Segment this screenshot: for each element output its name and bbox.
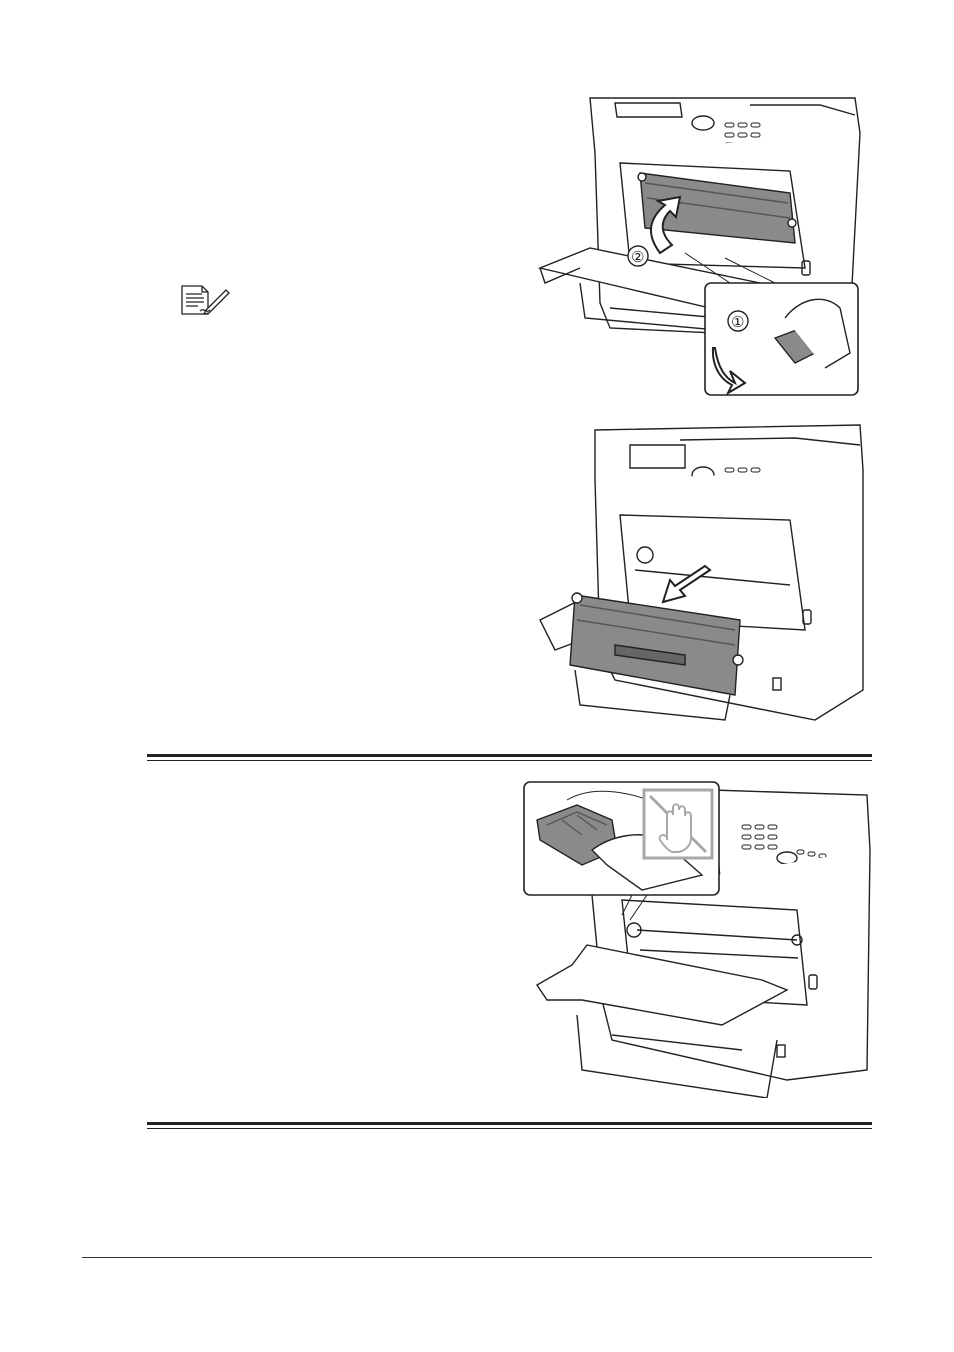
illustration-remove-cartridge [535,420,865,725]
note-pencil-icon [180,284,230,316]
footer-rule [82,1257,872,1258]
warning-top-rule [147,754,872,763]
callout-1-label: ① [731,313,744,331]
warning-bottom-rule [147,1122,872,1131]
illustration-do-not-touch [522,780,872,1098]
callout-2-label: ② [631,248,644,266]
hand-prohibited-icon [644,790,712,858]
illustration-open-front-cover: ② ① [520,93,865,398]
